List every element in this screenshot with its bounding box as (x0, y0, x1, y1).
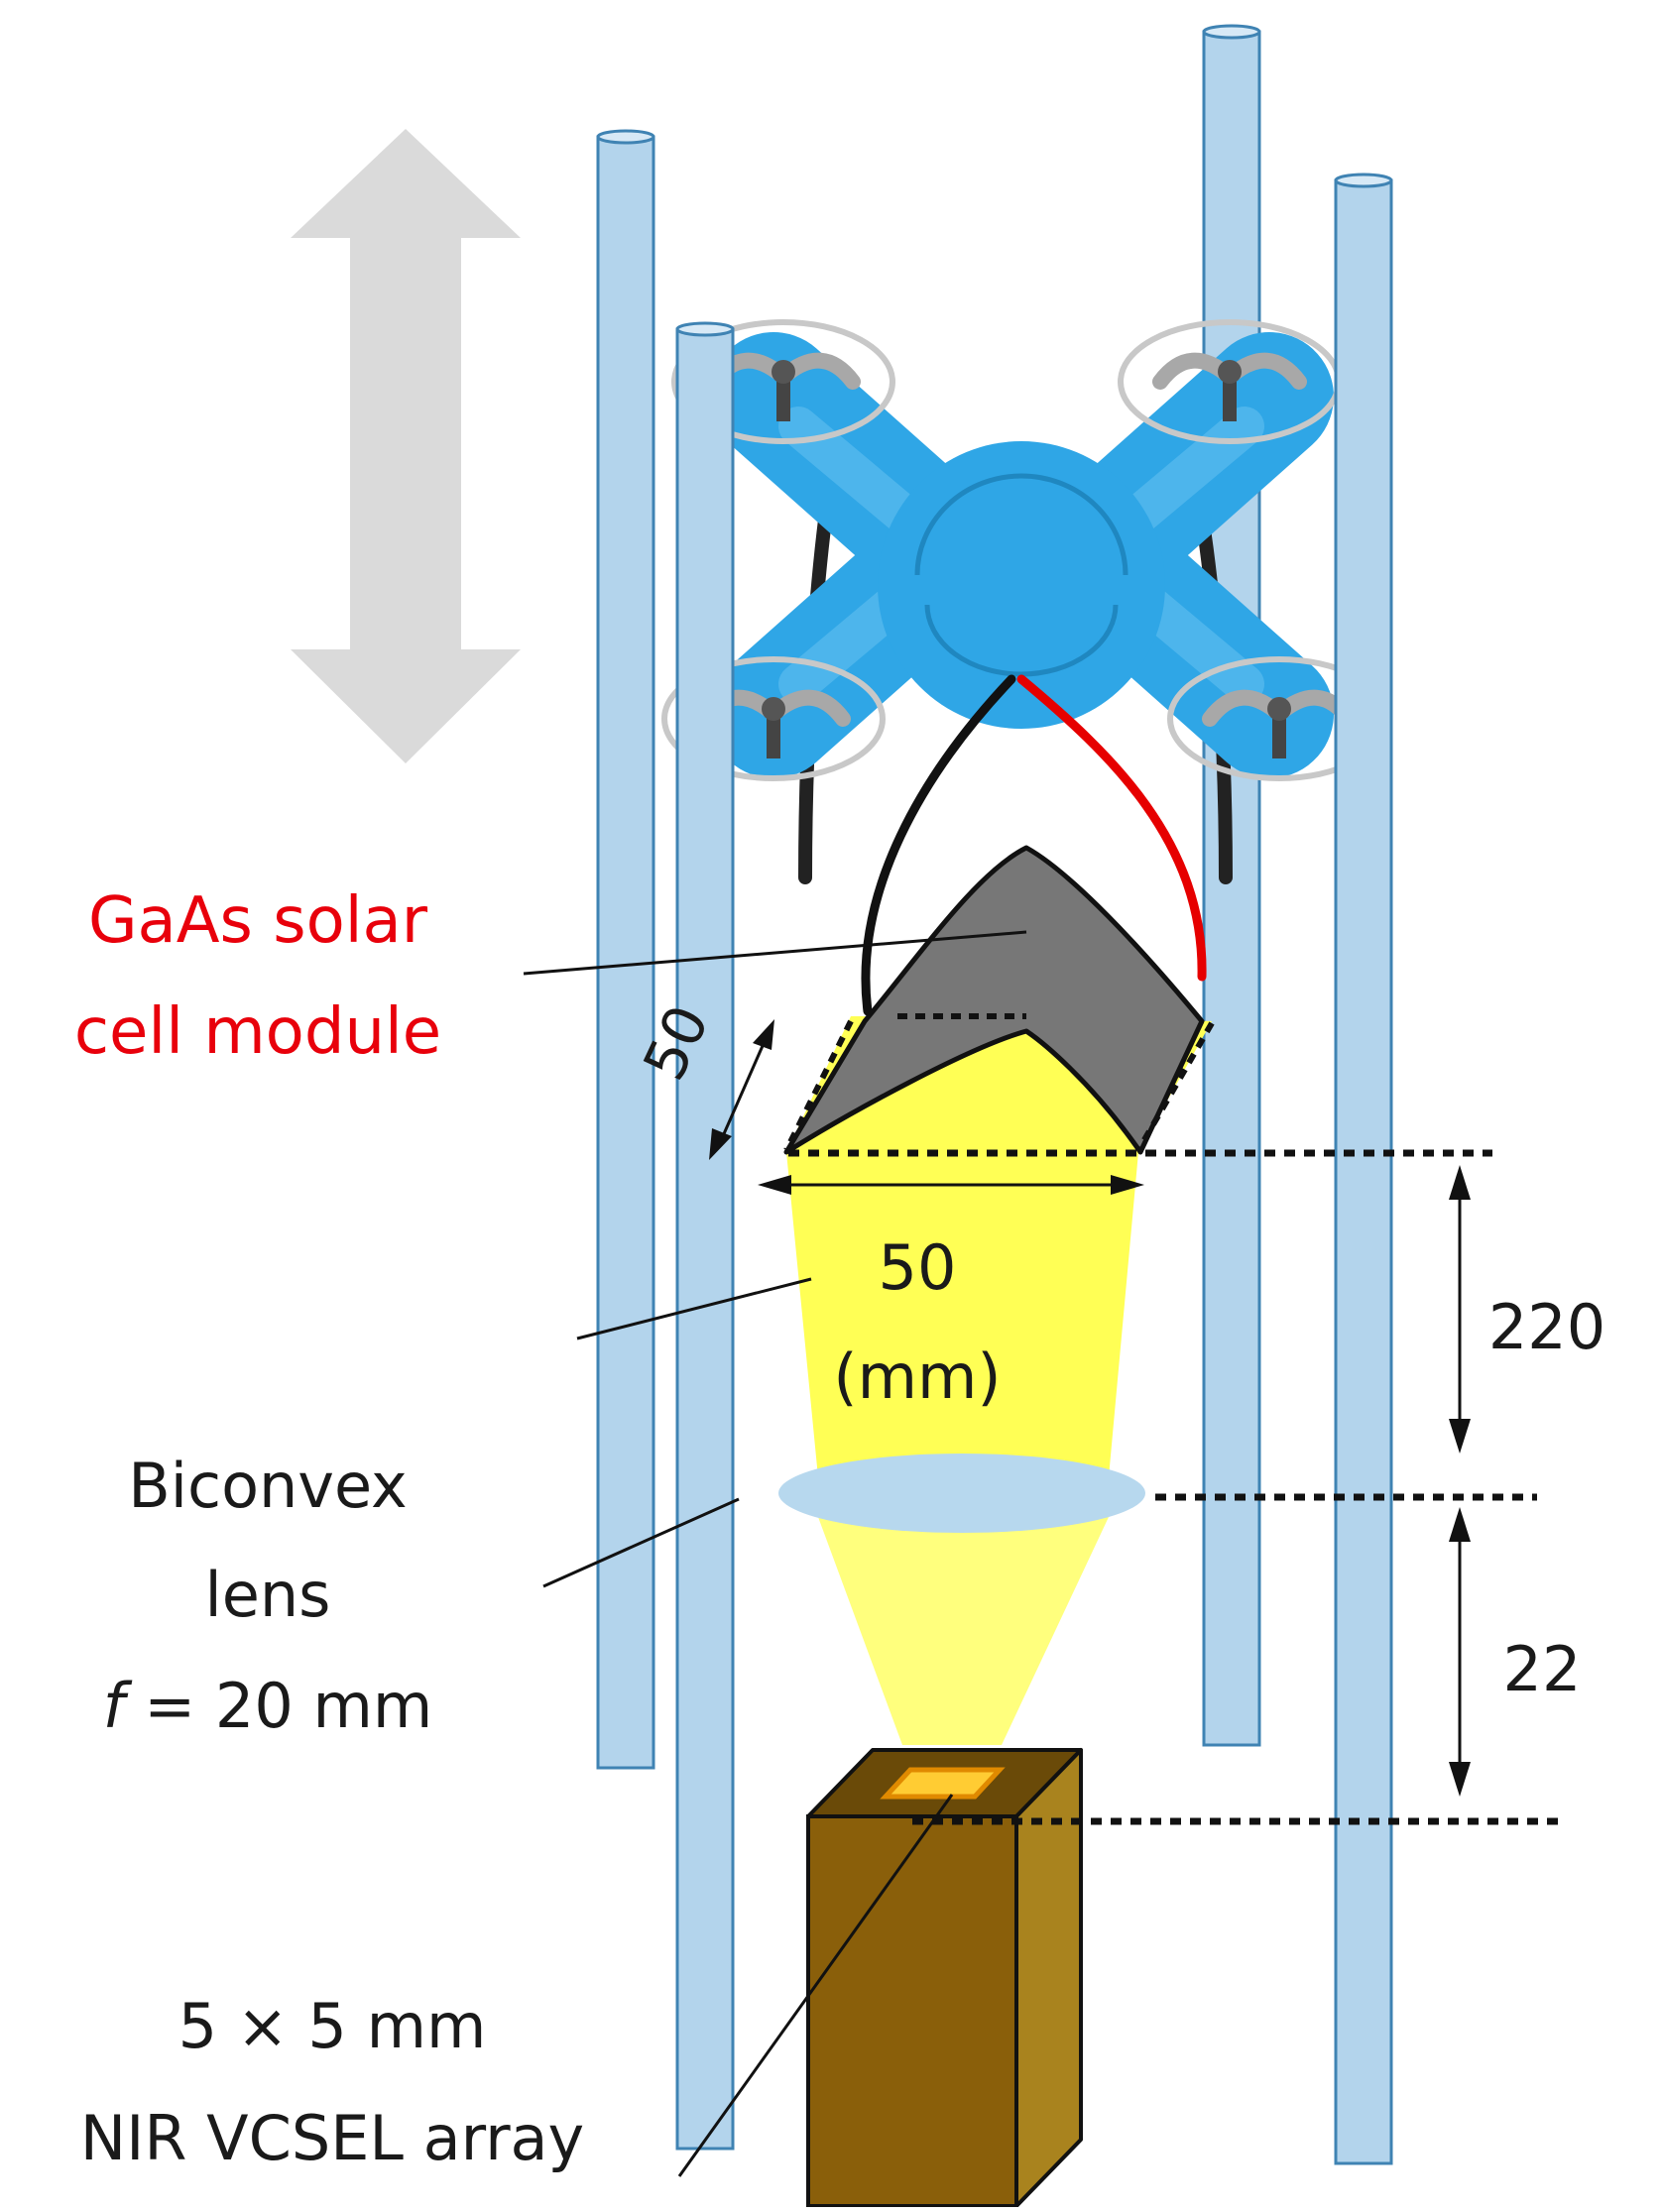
lens-label-line2: lens (205, 1559, 331, 1631)
rod-front-left-top (675, 321, 735, 337)
lens-focal-label: f = 20 mm (103, 1670, 433, 1742)
rod-back-left-top (596, 129, 655, 145)
rod-front-right-top (1334, 173, 1393, 188)
biconvex-lens (778, 1454, 1145, 1533)
rod-back-left (596, 135, 655, 1770)
front-rods (675, 173, 1393, 2165)
dim-width-label: 50 (879, 1231, 957, 1304)
wire-black (861, 674, 1016, 1016)
leader-lines (523, 930, 1027, 2177)
lower-light-beam (818, 1517, 1109, 1745)
quadcopter-drone-icon (661, 319, 1391, 884)
rod-front-right (1334, 178, 1393, 2165)
vcsel-chip (880, 1767, 1006, 1800)
cell-dotted-edges (783, 1013, 1215, 1152)
dimension-arrows (709, 1019, 1471, 1797)
vcsel-box-front (806, 1814, 1018, 2208)
back-rods (596, 24, 1261, 1770)
solar-cell-module (783, 845, 1205, 1155)
upper-light-beam (786, 1016, 1212, 1477)
lens-focal-rest: = 20 mm (125, 1670, 433, 1742)
lens-label-line1: Biconvex (128, 1450, 408, 1522)
rod-back-right (1202, 30, 1261, 1747)
rod-back-right-top (1202, 24, 1261, 40)
solar-cell-label-line1: GaAs solar (88, 884, 428, 958)
power-wires (861, 674, 1207, 1016)
dim-upper-label: 220 (1488, 1291, 1605, 1363)
vcsel-box (806, 1748, 1083, 2208)
wire-red (1016, 674, 1207, 982)
vcsel-label-line2: NIR VCSEL array (80, 2102, 585, 2174)
rod-front-left (675, 327, 735, 2151)
dim-lower-label: 22 (1503, 1633, 1582, 1705)
solar-cell-label-line2: cell module (74, 995, 441, 1069)
vertical-double-arrow-icon (291, 129, 521, 763)
vcsel-label-line1: 5 × 5 mm (178, 1990, 487, 2062)
reference-dotted-lines (788, 1149, 1562, 1825)
dim-unit-label: (mm) (833, 1340, 1001, 1413)
